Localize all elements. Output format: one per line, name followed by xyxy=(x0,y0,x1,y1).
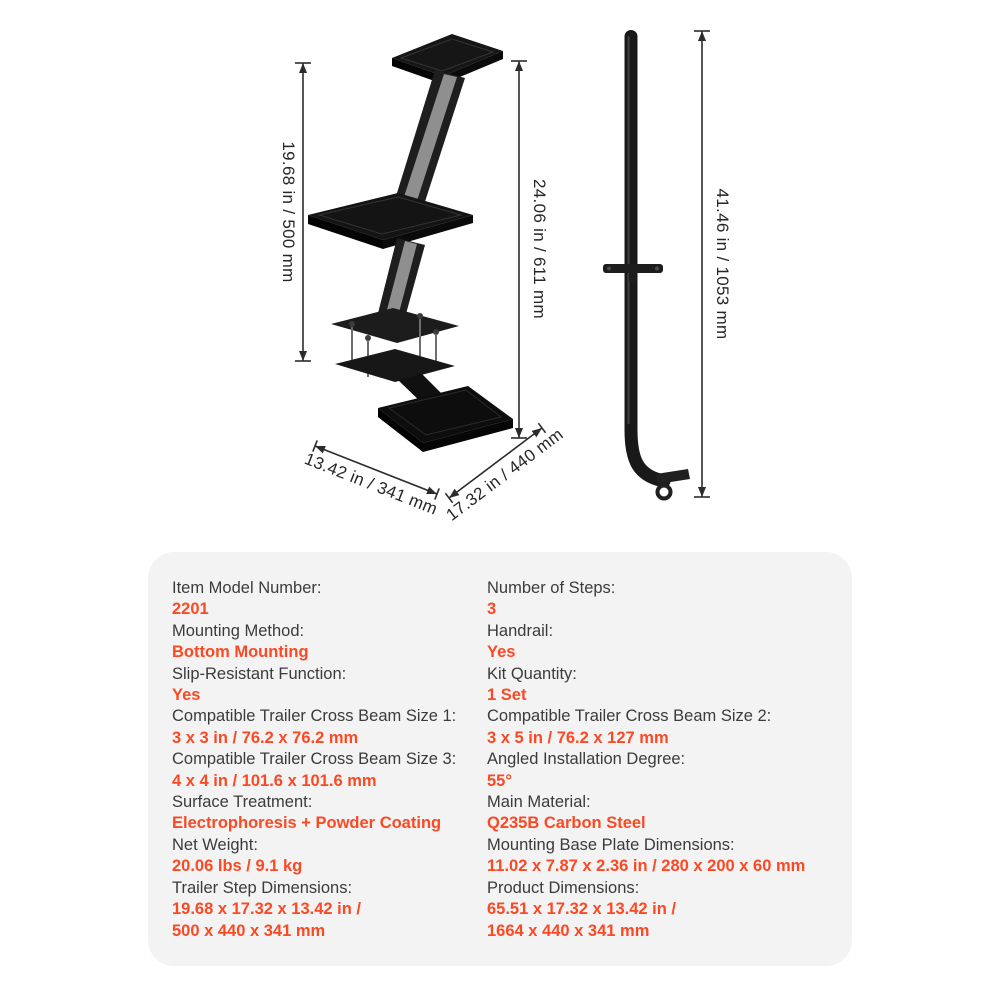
step-middle-tread-edge-left xyxy=(308,215,383,249)
spec-label: Surface Treatment: xyxy=(172,793,313,812)
step-top-tread-texture xyxy=(399,38,495,72)
spec-value: 3 x 3 in / 76.2 x 76.2 mm xyxy=(172,728,359,747)
step-pedal-edge-left xyxy=(378,408,423,452)
spec-row: Number of Steps: 3 xyxy=(487,578,843,621)
dim-label-step-depth: 13.42 in / 341 mm xyxy=(302,449,440,518)
spec-value: Yes xyxy=(172,686,201,705)
spec-row: Slip-Resistant Function: Yes xyxy=(172,664,487,707)
spec-row: Compatible Trailer Cross Beam Size 3: 4 … xyxy=(172,749,487,792)
step-middle-tread xyxy=(308,193,473,240)
base-plate-bolt xyxy=(417,313,423,319)
spec-label: Mounting Base Plate Dimensions: xyxy=(487,835,735,854)
spec-value: 1 Set xyxy=(487,686,527,705)
step-upper-beam-face xyxy=(401,74,457,210)
spec-column-left: Item Model Number: 2201 Mounting Method:… xyxy=(172,578,487,942)
spec-label: Product Dimensions: xyxy=(487,878,640,897)
handrail-curve xyxy=(624,423,671,488)
spec-row: Kit Quantity: 1 Set xyxy=(487,664,843,707)
spec-value: Q235B Carbon Steel xyxy=(487,814,646,833)
step-top-tread xyxy=(392,34,503,76)
spec-value: 4 x 4 in / 101.6 x 101.6 mm xyxy=(172,771,377,790)
spec-column-right: Number of Steps: 3 Handrail: Yes Kit Qua… xyxy=(487,578,843,942)
spec-row: Compatible Trailer Cross Beam Size 2: 3 … xyxy=(487,706,843,749)
spec-row: Mounting Base Plate Dimensions: 11.02 x … xyxy=(487,835,843,878)
spec-label: Mounting Method: xyxy=(172,621,305,640)
spec-value: 20.06 lbs / 9.1 kg xyxy=(172,857,303,876)
handrail-clamp xyxy=(603,264,663,273)
step-pedal-texture xyxy=(387,389,503,436)
spec-value: 3 xyxy=(487,600,497,619)
dim-line-step-depth xyxy=(314,445,438,495)
handrail-hook xyxy=(655,483,673,501)
spec-label: Handrail: xyxy=(487,621,554,640)
step-pedal-edge-right xyxy=(423,419,513,452)
spec-row: Surface Treatment: Electrophoresis + Pow… xyxy=(172,792,487,835)
dim-label-step-total-height: 24.06 in / 611 mm xyxy=(530,179,549,319)
dim-arrow xyxy=(299,351,307,361)
handrail-illustration xyxy=(603,30,690,501)
spec-row: Item Model Number: 2201 xyxy=(172,578,487,621)
dim-line-step-width xyxy=(448,427,543,499)
dim-arrow xyxy=(515,61,523,71)
handrail-pole xyxy=(624,30,638,436)
spec-label: Main Material: xyxy=(487,793,591,812)
dim-arrow xyxy=(698,487,706,497)
dim-arrow xyxy=(426,486,437,495)
handrail-clamp-bolt xyxy=(607,266,611,271)
trailer-step-illustration xyxy=(308,34,513,452)
spec-row: Compatible Trailer Cross Beam Size 1: 3 … xyxy=(172,706,487,749)
spec-row: Net Weight: 20.06 lbs / 9.1 kg xyxy=(172,835,487,878)
step-lower-beam-face xyxy=(383,241,417,328)
spec-row: Product Dimensions: 65.51 x 17.32 x 13.4… xyxy=(487,878,843,942)
step-base-plate xyxy=(331,308,459,343)
product-illustration: 19.68 in / 500 mm 24.06 in / 611 mm 13.4… xyxy=(279,30,732,525)
dimension-annotations: 19.68 in / 500 mm 24.06 in / 611 mm 13.4… xyxy=(279,30,732,525)
spec-row: Angled Installation Degree: 55° xyxy=(487,749,843,792)
spec-value: 2201 xyxy=(172,600,209,619)
base-plate-bolt xyxy=(365,335,371,341)
base-plate-bolt xyxy=(349,321,355,327)
spec-value: 55° xyxy=(487,771,512,790)
handrail-clamp-tab xyxy=(629,273,636,281)
spec-label: Item Model Number: xyxy=(172,579,322,597)
spec-row: Trailer Step Dimensions: 19.68 x 17.32 x… xyxy=(172,878,487,942)
spec-label: Compatible Trailer Cross Beam Size 2: xyxy=(487,707,772,726)
dim-arrow xyxy=(515,428,523,438)
dim-label-step-side-height: 19.68 in / 500 mm xyxy=(279,141,298,282)
spec-value: 3 x 5 in / 76.2 x 127 mm xyxy=(487,728,669,747)
step-top-tread-edge-left xyxy=(392,58,443,84)
spec-value: 65.51 x 17.32 x 13.42 in / 1664 x 440 x … xyxy=(487,900,676,940)
spec-row: Handrail: Yes xyxy=(487,621,843,664)
spec-label: Angled Installation Degree: xyxy=(487,750,686,769)
step-clamp-plate xyxy=(335,349,455,382)
spec-value: 11.02 x 7.87 x 2.36 in / 280 x 200 x 60 … xyxy=(487,857,806,876)
handrail-pole-highlight xyxy=(627,36,630,428)
dim-arrow xyxy=(315,445,326,454)
spec-label: Compatible Trailer Cross Beam Size 3: xyxy=(172,750,457,769)
spec-value: Yes xyxy=(487,643,516,662)
handrail-clamp-bolt xyxy=(655,266,659,271)
spec-panel: Item Model Number: 2201 Mounting Method:… xyxy=(148,552,852,966)
dim-arrow xyxy=(299,63,307,73)
dim-arrow xyxy=(698,31,706,41)
spec-label: Kit Quantity: xyxy=(487,664,577,683)
spec-value: 19.68 x 17.32 x 13.42 in / 500 x 440 x 3… xyxy=(172,900,361,940)
step-middle-tread-texture xyxy=(317,196,463,235)
spec-label: Net Weight: xyxy=(172,835,258,854)
dim-arrow xyxy=(531,428,542,438)
spec-label: Number of Steps: xyxy=(487,579,616,597)
spec-label: Compatible Trailer Cross Beam Size 1: xyxy=(172,707,457,726)
dim-arrow xyxy=(449,488,460,498)
spec-row: Main Material: Q235B Carbon Steel xyxy=(487,792,843,835)
step-top-tread-edge-right xyxy=(443,51,503,84)
spec-label: Trailer Step Dimensions: xyxy=(172,878,353,897)
spec-row: Mounting Method: Bottom Mounting xyxy=(172,621,487,664)
spec-value: Bottom Mounting xyxy=(172,643,309,662)
handrail-bracket-plate xyxy=(656,469,690,484)
spec-value: Electrophoresis + Powder Coating xyxy=(172,814,442,833)
spec-label: Slip-Resistant Function: xyxy=(172,664,347,683)
base-plate-bolt xyxy=(433,329,439,335)
dim-label-handrail-height: 41.46 in / 1053 mm xyxy=(713,189,732,340)
